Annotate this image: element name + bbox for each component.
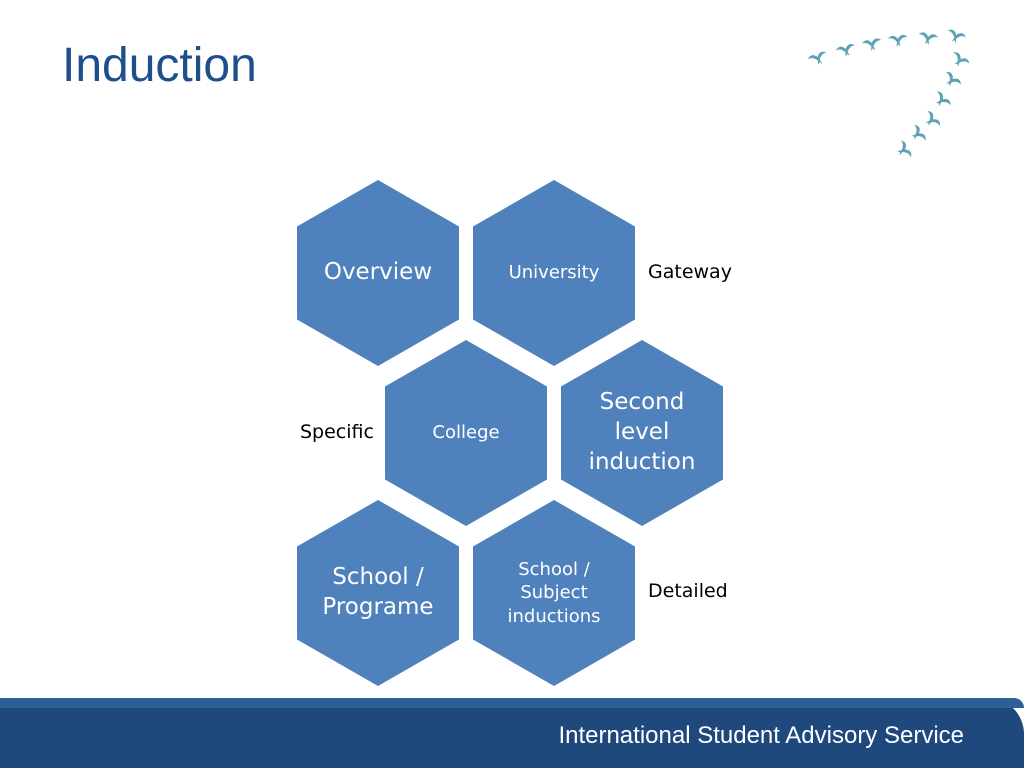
hexagon-second-level-induction-label: Second level induction xyxy=(588,389,696,475)
hexagon-overview-label: Overview xyxy=(323,259,433,286)
label-specific: Specific xyxy=(300,421,374,443)
footer-band xyxy=(0,698,1024,708)
footer-bar: International Student Advisory Service xyxy=(0,698,1024,768)
hexagon-school-subject-inductions-label: School / Subject inductions xyxy=(507,558,601,627)
footer-organization-name: International Student Advisory Service xyxy=(558,722,964,749)
hexagon-school-programme-label: School / Programe xyxy=(322,564,434,620)
hexagon-college-label: College xyxy=(432,422,500,444)
page-title: Induction xyxy=(62,39,257,92)
hexagon-college: College xyxy=(385,340,547,526)
flock-of-birds-icon xyxy=(807,28,971,162)
hexagon-second-level-induction: Second level induction xyxy=(561,340,723,526)
hexagon-university-label: University xyxy=(508,262,600,284)
hexagon-university: University xyxy=(473,180,635,366)
hexagon-overview: Overview xyxy=(297,180,459,366)
hexagon-school-subject-inductions: School / Subject inductions xyxy=(473,500,635,686)
label-gateway: Gateway xyxy=(648,261,732,283)
label-detailed: Detailed xyxy=(648,580,728,602)
hexagon-school-programme: School / Programe xyxy=(297,500,459,686)
